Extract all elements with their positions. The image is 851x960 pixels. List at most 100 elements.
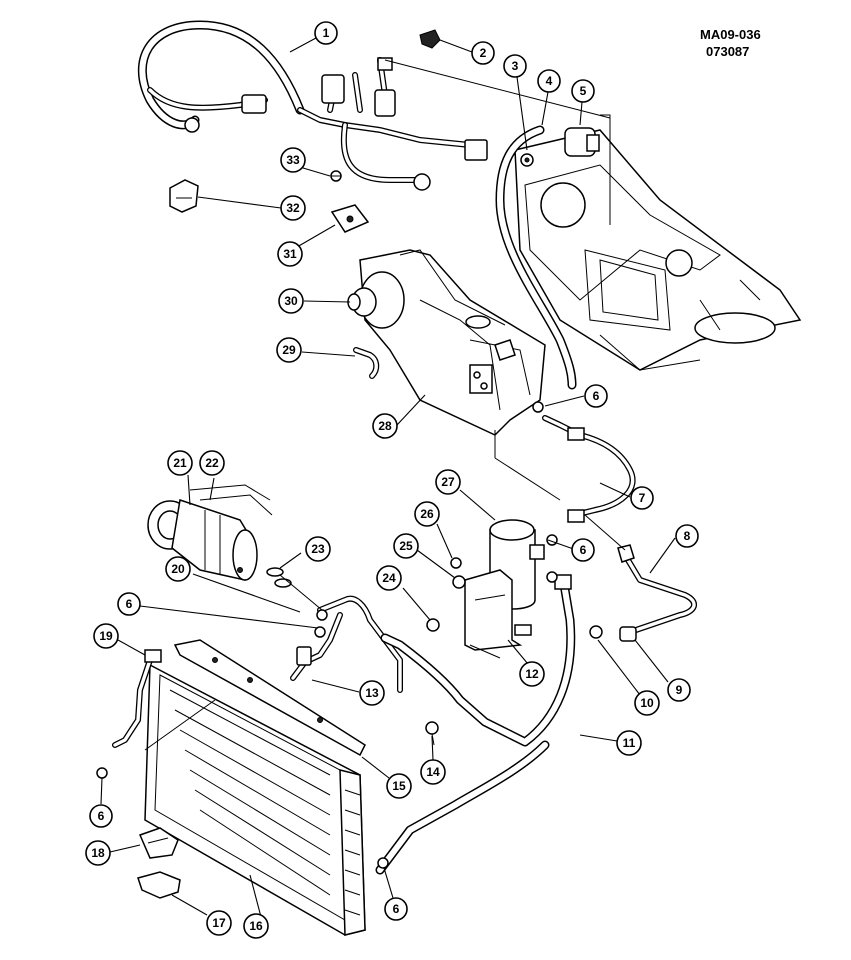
callout-20: 20 (165, 556, 191, 582)
callout-8: 8 (675, 524, 699, 548)
part-16-condenser (144, 663, 366, 936)
part-19-condenser-fitting (112, 649, 162, 748)
svg-text:16: 16 (249, 919, 263, 933)
svg-text:8: 8 (684, 529, 691, 543)
callout-24: 24 (376, 565, 402, 591)
part-31-seal (330, 204, 370, 233)
callout-10: 10 (634, 690, 660, 716)
svg-text:14: 14 (426, 765, 440, 779)
callout-6-compressor: 6 (117, 592, 141, 616)
svg-text:12: 12 (525, 667, 539, 681)
part-8-line (617, 544, 697, 635)
part-11-line (375, 574, 576, 875)
callout-31: 31 (277, 241, 303, 267)
callout-21: 21 (167, 450, 193, 476)
svg-text:10: 10 (640, 696, 654, 710)
callout-16: 16 (243, 913, 269, 939)
callout-6-accumulator: 6 (571, 538, 595, 562)
svg-text:21: 21 (173, 456, 187, 470)
callout-30: 30 (278, 288, 304, 314)
callout-12: 12 (519, 661, 545, 687)
callout-18: 18 (85, 840, 111, 866)
callout-17: 17 (206, 910, 232, 936)
svg-text:5: 5 (580, 84, 587, 98)
part-17-clip (137, 871, 181, 899)
part-23-orings (266, 567, 292, 588)
svg-text:3: 3 (512, 59, 519, 73)
callout-4: 4 (537, 69, 561, 93)
svg-text:4: 4 (546, 74, 553, 88)
callout-33: 33 (280, 147, 306, 173)
part-7-line (542, 415, 636, 523)
callout-26: 26 (414, 501, 440, 527)
callout-23: 23 (305, 536, 331, 562)
callout-2: 2 (471, 41, 495, 65)
callout-6-condenser-right: 6 (384, 897, 408, 921)
callout-6-evap: 6 (584, 384, 608, 408)
svg-text:22: 22 (205, 456, 219, 470)
svg-text:33: 33 (286, 153, 300, 167)
svg-text:32: 32 (286, 201, 300, 215)
svg-text:6: 6 (98, 809, 105, 823)
callout-32: 32 (280, 195, 306, 221)
part-3-screw (520, 153, 534, 167)
part-18-lower-bracket (138, 827, 179, 859)
svg-text:13: 13 (365, 686, 379, 700)
svg-text:6: 6 (126, 597, 133, 611)
firewall-panel (514, 129, 802, 371)
callout-25: 25 (393, 533, 419, 559)
part-2-clip (419, 29, 441, 49)
diagram-date-code: 073087 (706, 44, 750, 59)
part-21-compressor (147, 499, 258, 581)
svg-text:9: 9 (676, 683, 683, 697)
part-14-bolt (425, 721, 439, 746)
part-29-drain-tube (353, 347, 380, 379)
callout-11: 11 (616, 730, 642, 756)
callout-28: 28 (372, 413, 398, 439)
svg-text:26: 26 (420, 507, 434, 521)
callout-7: 7 (630, 486, 654, 510)
callout-9: 9 (667, 678, 691, 702)
svg-text:27: 27 (441, 475, 455, 489)
evaporator-case (359, 249, 546, 436)
svg-text:7: 7 (639, 491, 646, 505)
part-30-blower-motor (347, 271, 405, 329)
svg-text:17: 17 (212, 916, 226, 930)
svg-text:15: 15 (392, 779, 406, 793)
svg-text:19: 19 (99, 629, 113, 643)
alignment-lines (144, 59, 626, 751)
svg-text:29: 29 (282, 343, 296, 357)
part-32-connector (169, 179, 199, 213)
callout-5: 5 (571, 79, 595, 103)
diagram-code: MA09-036 (700, 27, 761, 42)
part-10-fitting (589, 625, 603, 639)
part-4-vacuum-hose (495, 125, 577, 390)
wiring-harness (137, 20, 488, 191)
svg-text:6: 6 (580, 543, 587, 557)
part-22-mount-lines (189, 484, 273, 516)
leader-lines (100, 37, 676, 918)
callout-3: 3 (503, 54, 527, 78)
part-15-upper-bracket (173, 639, 366, 757)
callout-14: 14 (420, 759, 446, 785)
callout-15: 15 (386, 773, 412, 799)
callout-1: 1 (314, 21, 338, 45)
callout-6-condenser-left: 6 (89, 804, 113, 828)
svg-text:31: 31 (283, 247, 297, 261)
part-33-screw (330, 170, 342, 182)
part-13-line (290, 595, 403, 693)
svg-text:23: 23 (311, 542, 325, 556)
svg-text:18: 18 (91, 846, 105, 860)
svg-text:11: 11 (623, 736, 636, 750)
svg-text:30: 30 (284, 294, 298, 308)
svg-text:28: 28 (378, 419, 392, 433)
part-5-switch (564, 114, 611, 225)
svg-text:25: 25 (399, 539, 413, 553)
callout-13: 13 (359, 680, 385, 706)
part-6-orings (96, 401, 558, 869)
callout-22: 22 (199, 450, 225, 476)
svg-text:24: 24 (382, 571, 396, 585)
callout-27: 27 (435, 469, 461, 495)
svg-text:6: 6 (393, 902, 400, 916)
